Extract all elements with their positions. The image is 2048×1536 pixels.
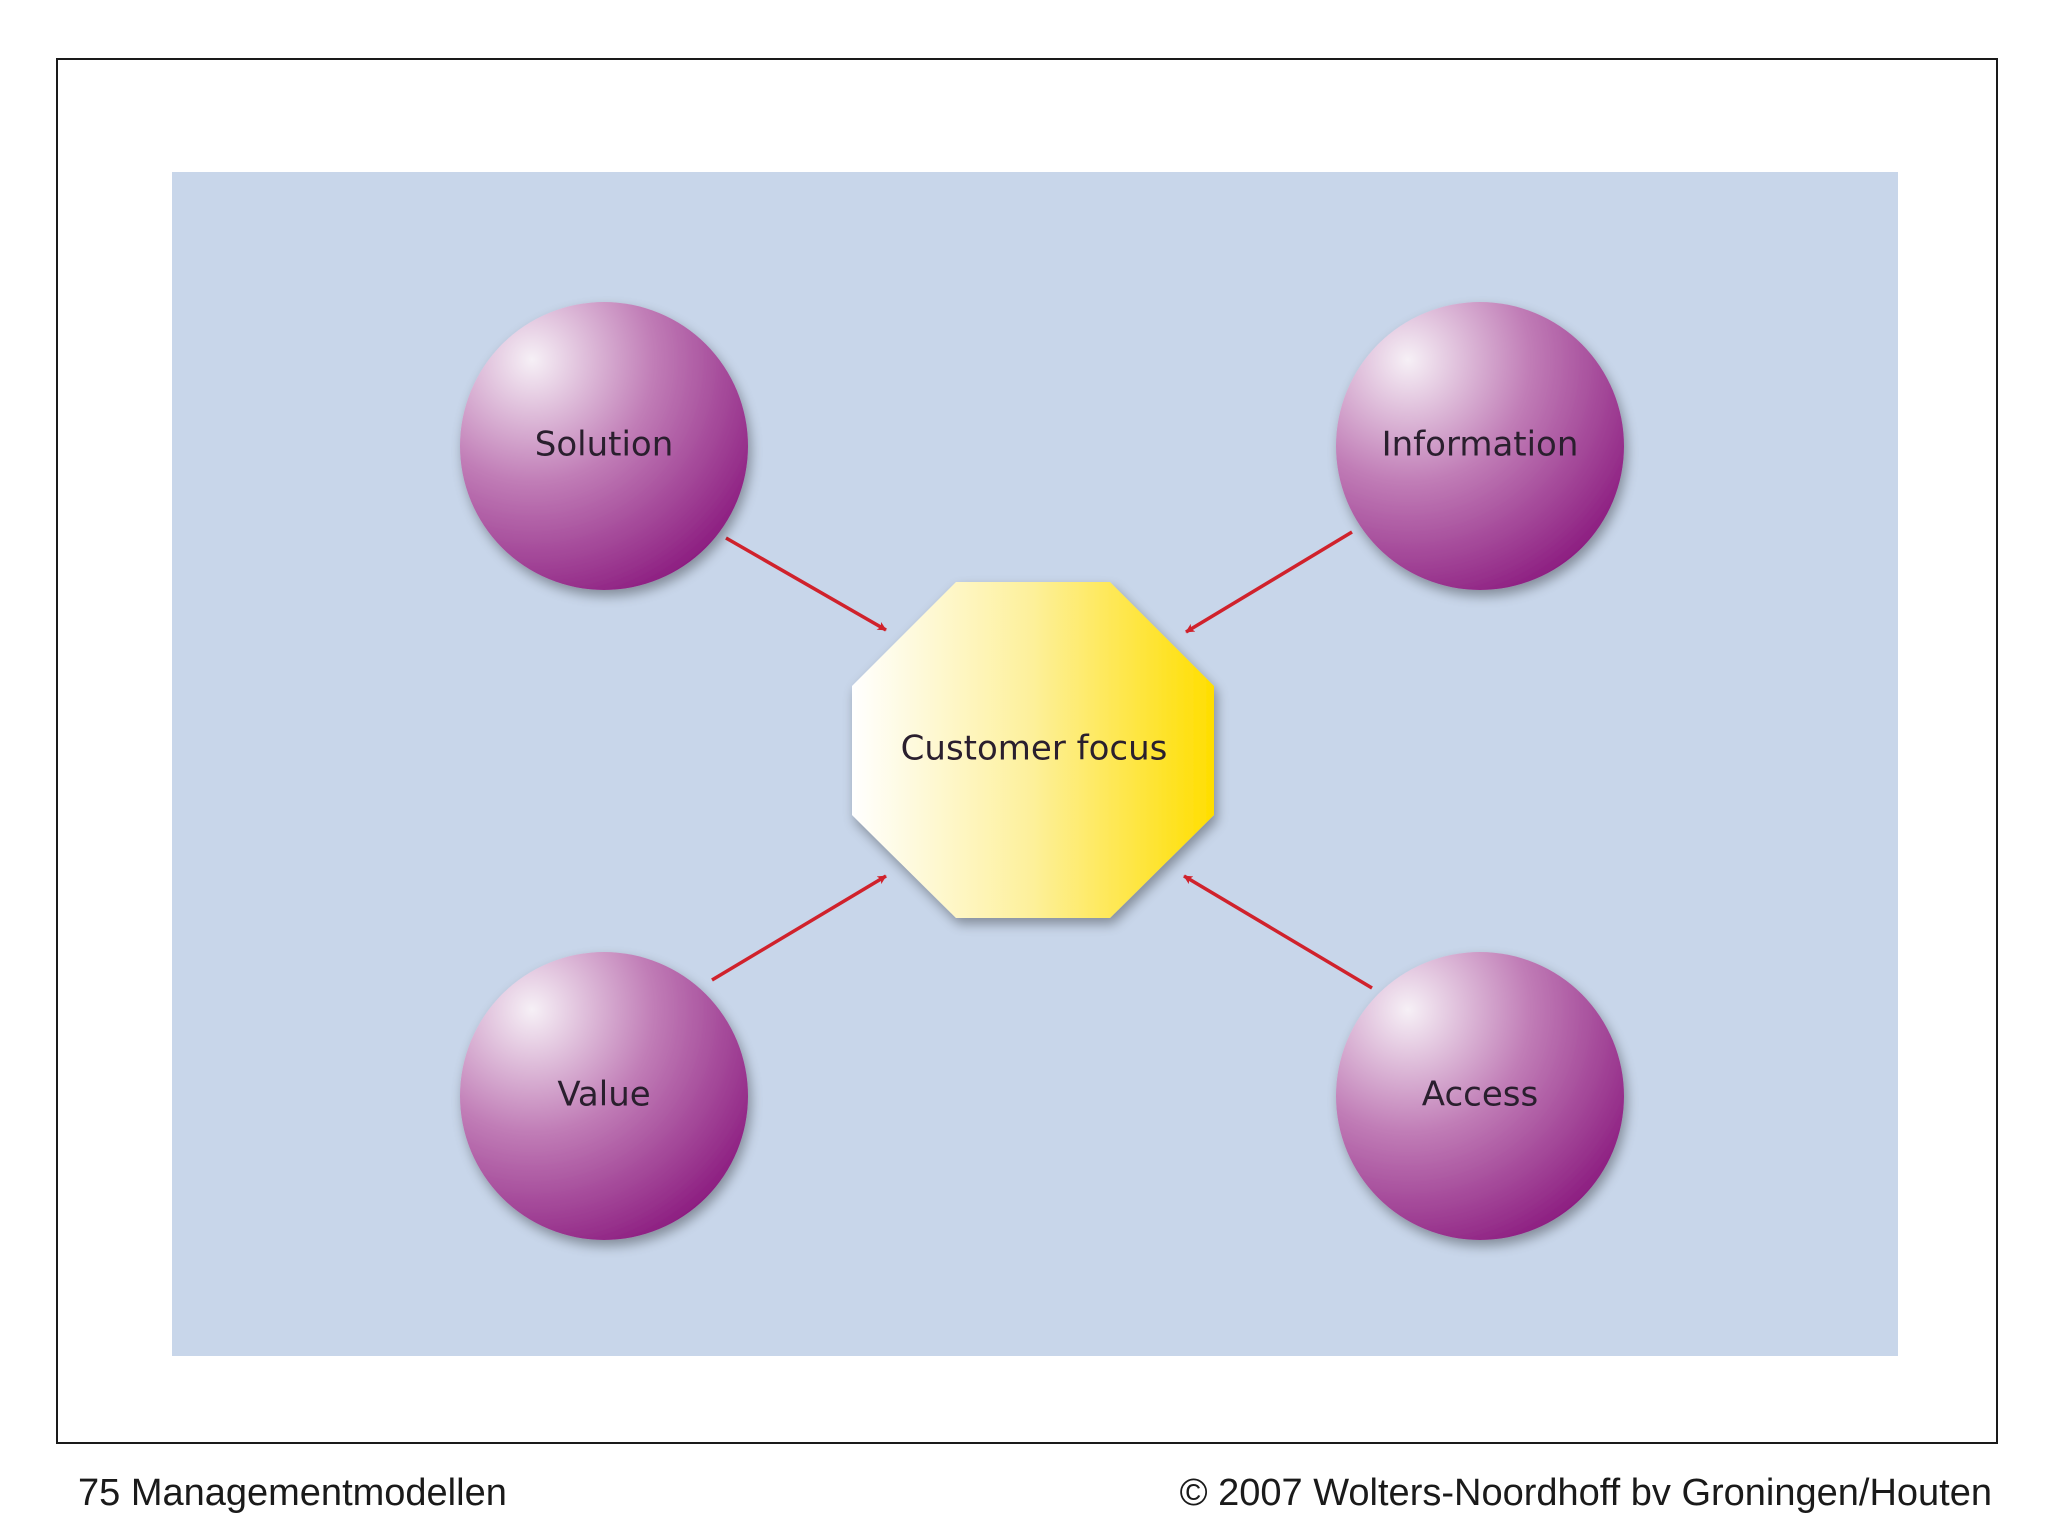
arrow-value-to-center — [711, 874, 887, 982]
node-solution-label: Solution — [535, 425, 674, 465]
node-value — [460, 952, 748, 1240]
center-label: Customer focus — [901, 729, 1168, 769]
node-access-label: Access — [1422, 1075, 1538, 1115]
arrow-access-to-center — [1183, 874, 1373, 990]
node-information-circle — [1336, 302, 1624, 590]
arrow-solution-to-center — [725, 536, 887, 632]
node-access — [1336, 952, 1624, 1240]
node-solution — [460, 302, 748, 590]
node-information-label: Information — [1382, 425, 1579, 465]
node-information — [1336, 302, 1624, 590]
node-value-label: Value — [557, 1075, 650, 1115]
footer-copyright: © 2007 Wolters-Noordhoff bv Groningen/Ho… — [1179, 1472, 1992, 1514]
node-solution-circle — [460, 302, 748, 590]
arrow-information-to-center — [1185, 530, 1353, 634]
center-node — [852, 582, 1214, 918]
footer-book-title: 75 Managementmodellen — [78, 1472, 507, 1514]
node-access-circle — [1336, 952, 1624, 1240]
node-value-circle — [460, 952, 748, 1240]
center-octagon — [852, 582, 1214, 918]
